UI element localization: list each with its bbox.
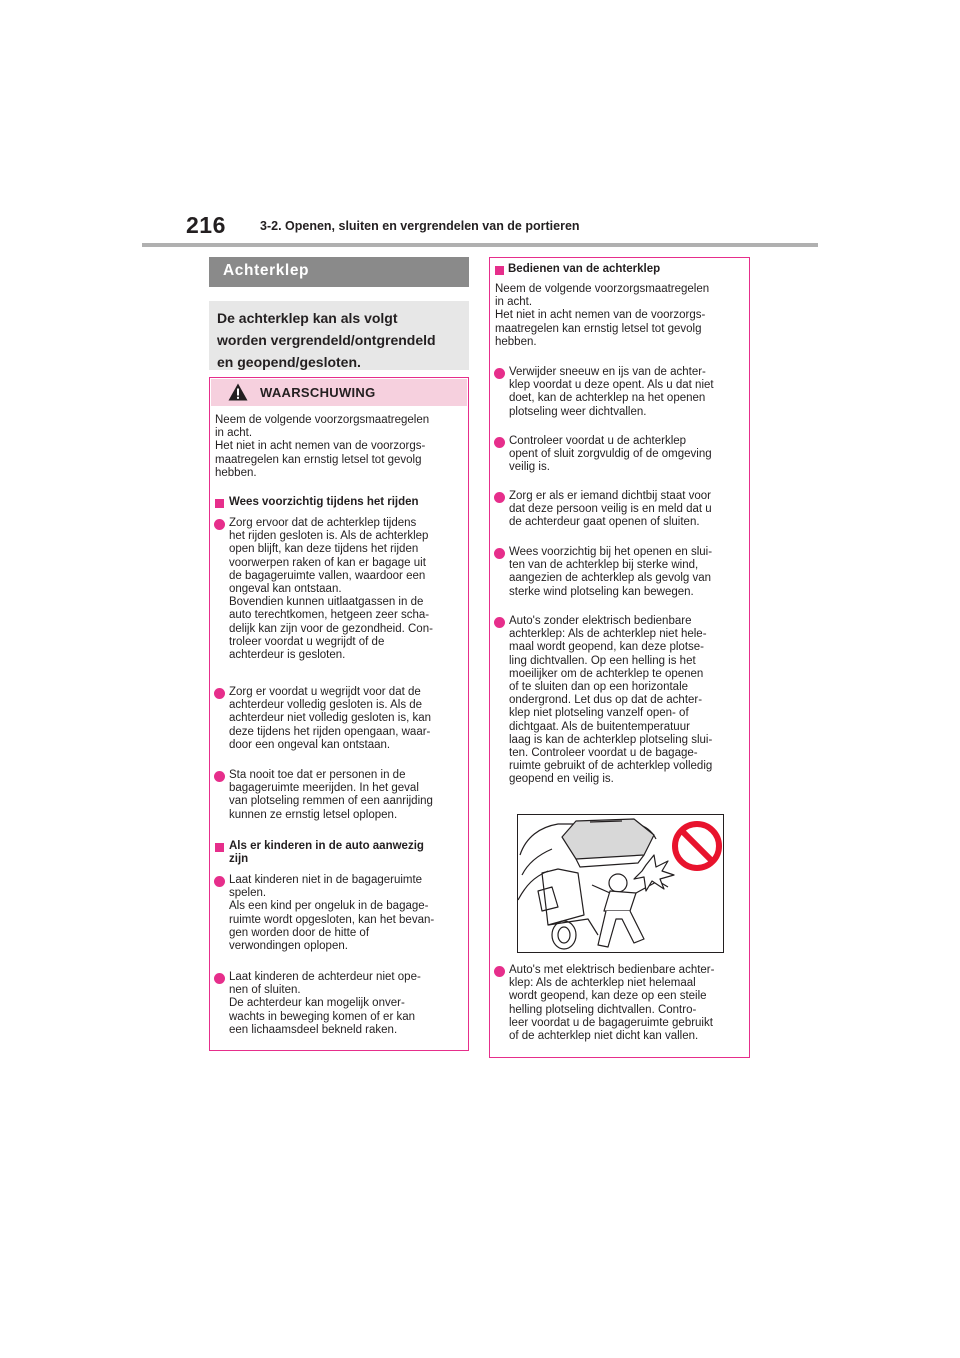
warning-intro: Neem de volgende voorzorgsmaatregelen in… — [215, 414, 430, 479]
bullet-dot — [494, 437, 505, 448]
operation-bullet-3: Zorg er als er iemand dichtbij staat voo… — [509, 490, 712, 529]
warning-triangle-icon — [228, 383, 248, 401]
operation-intro: Neem de volgende voorzorgsmaatregelen in… — [495, 283, 710, 348]
bullet-dot — [214, 973, 225, 984]
operation-bullet-1: Verwijder sneeuw en ijs van de achter- k… — [509, 366, 714, 418]
warning-heading-driving: Wees voorzichtig tijdens het rijden — [229, 496, 419, 508]
bullet-dot — [494, 368, 505, 379]
warning-bullet-1: Zorg ervoor dat de achterklep tijdens he… — [229, 517, 433, 662]
warning-bullet-3: Sta nooit toe dat er personen in de baga… — [229, 769, 433, 821]
bullet-dot — [214, 519, 225, 530]
operation-bullet-4: Wees voorzichtig bij het openen en slui-… — [509, 546, 713, 598]
operation-bullet-6: Auto's met elektrisch bedienbare achter-… — [509, 964, 715, 1043]
chapter-title: 3-2. Openen, sluiten en vergrendelen van… — [260, 219, 580, 233]
bullet-dot — [214, 771, 225, 782]
tailgate-illustration — [517, 814, 724, 953]
operation-box: Bedienen van de achterklep Neem de volge… — [489, 257, 750, 1058]
warning-title: WAARSCHUWING — [260, 385, 376, 400]
warning-header: WAARSCHUWING — [211, 379, 467, 406]
heading-marker — [215, 499, 224, 508]
warning-bullet-5: Laat kinderen de achterdeur niet ope- ne… — [229, 971, 421, 1036]
bullet-dot — [494, 548, 505, 559]
heading-marker — [495, 266, 504, 275]
heading-marker — [215, 843, 224, 852]
operation-bullet-2: Controleer voordat u de achterklep opent… — [509, 435, 712, 474]
bullet-dot — [494, 617, 505, 628]
operation-bullet-5: Auto's zonder elektrisch bedienbare acht… — [509, 615, 713, 786]
bullet-dot — [214, 688, 225, 699]
bullet-dot — [494, 492, 505, 503]
warning-bullet-4: Laat kinderen niet in de bagageruimte sp… — [229, 874, 435, 953]
section-intro-text: De achterklep kan als volgt worden vergr… — [217, 310, 436, 370]
section-intro: De achterklep kan als volgt worden vergr… — [209, 301, 469, 370]
warning-box: WAARSCHUWING Neem de volgende voorzorgsm… — [209, 377, 469, 1051]
section-title: Achterklep — [209, 257, 469, 287]
header-divider — [142, 243, 818, 247]
warning-heading-children: Als er kinderen in de auto aanwezig zijn — [229, 840, 424, 866]
warning-bullet-2: Zorg er voordat u wegrijdt voor dat de a… — [229, 686, 432, 751]
tailgate-drawing — [518, 818, 675, 950]
bullet-dot — [214, 876, 225, 887]
prohibited-icon — [672, 821, 722, 871]
bullet-dot — [494, 966, 505, 977]
page-number: 216 — [186, 212, 226, 238]
operation-heading: Bedienen van de achterklep — [508, 263, 661, 275]
